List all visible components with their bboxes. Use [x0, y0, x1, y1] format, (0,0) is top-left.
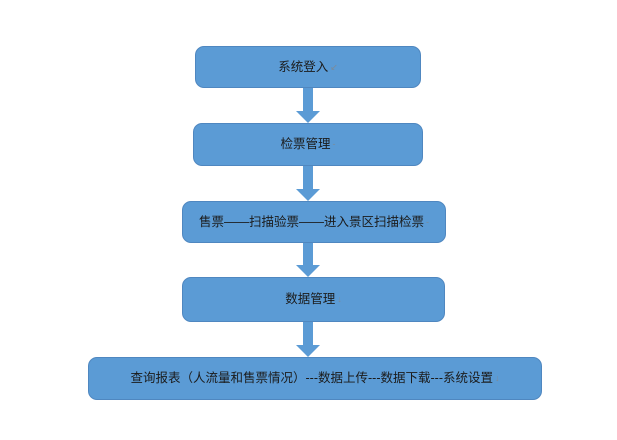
- down-arrow-icon: [296, 88, 320, 123]
- paragraph-mark-icon: ↓: [337, 294, 342, 305]
- paragraph-mark-icon: -: [426, 216, 429, 227]
- flow-node-label: 查询报表（人流量和售票情况）---数据上传---数据下载---系统设置: [130, 371, 493, 385]
- flow-node-label: 系统登入: [278, 59, 329, 74]
- down-arrow-icon: [296, 243, 320, 277]
- paragraph-mark-icon: ↓: [494, 373, 500, 384]
- flow-node-ticket-sales-scan: 售票——扫描验票——进入景区扫描检票 -: [182, 201, 446, 243]
- arrow-head: [296, 189, 320, 201]
- paragraph-mark-icon: -: [332, 139, 336, 150]
- flow-node-reports-and-settings: 查询报表（人流量和售票情况）---数据上传---数据下载---系统设置 ↓: [88, 357, 542, 400]
- arrow-head: [296, 345, 320, 357]
- arrow-shaft: [303, 166, 313, 189]
- flow-node-label: 售票——扫描验票——进入景区扫描检票: [198, 214, 424, 229]
- flow-node-system-login: 系统登入 ↙: [195, 46, 421, 88]
- flow-node-ticket-check-management: 检票管理 -: [193, 123, 423, 166]
- arrow-head: [296, 265, 320, 277]
- arrow-shaft: [303, 88, 313, 111]
- flow-node-label: 数据管理: [285, 292, 336, 306]
- down-arrow-icon: [296, 166, 320, 201]
- flow-node-label: 检票管理: [280, 137, 331, 151]
- down-arrow-icon: [296, 322, 320, 357]
- paragraph-mark-icon: ↙: [330, 61, 338, 72]
- arrow-head: [296, 111, 320, 123]
- arrow-shaft: [303, 322, 313, 345]
- arrow-shaft: [303, 243, 313, 265]
- flow-node-data-management: 数据管理 ↓: [182, 277, 445, 322]
